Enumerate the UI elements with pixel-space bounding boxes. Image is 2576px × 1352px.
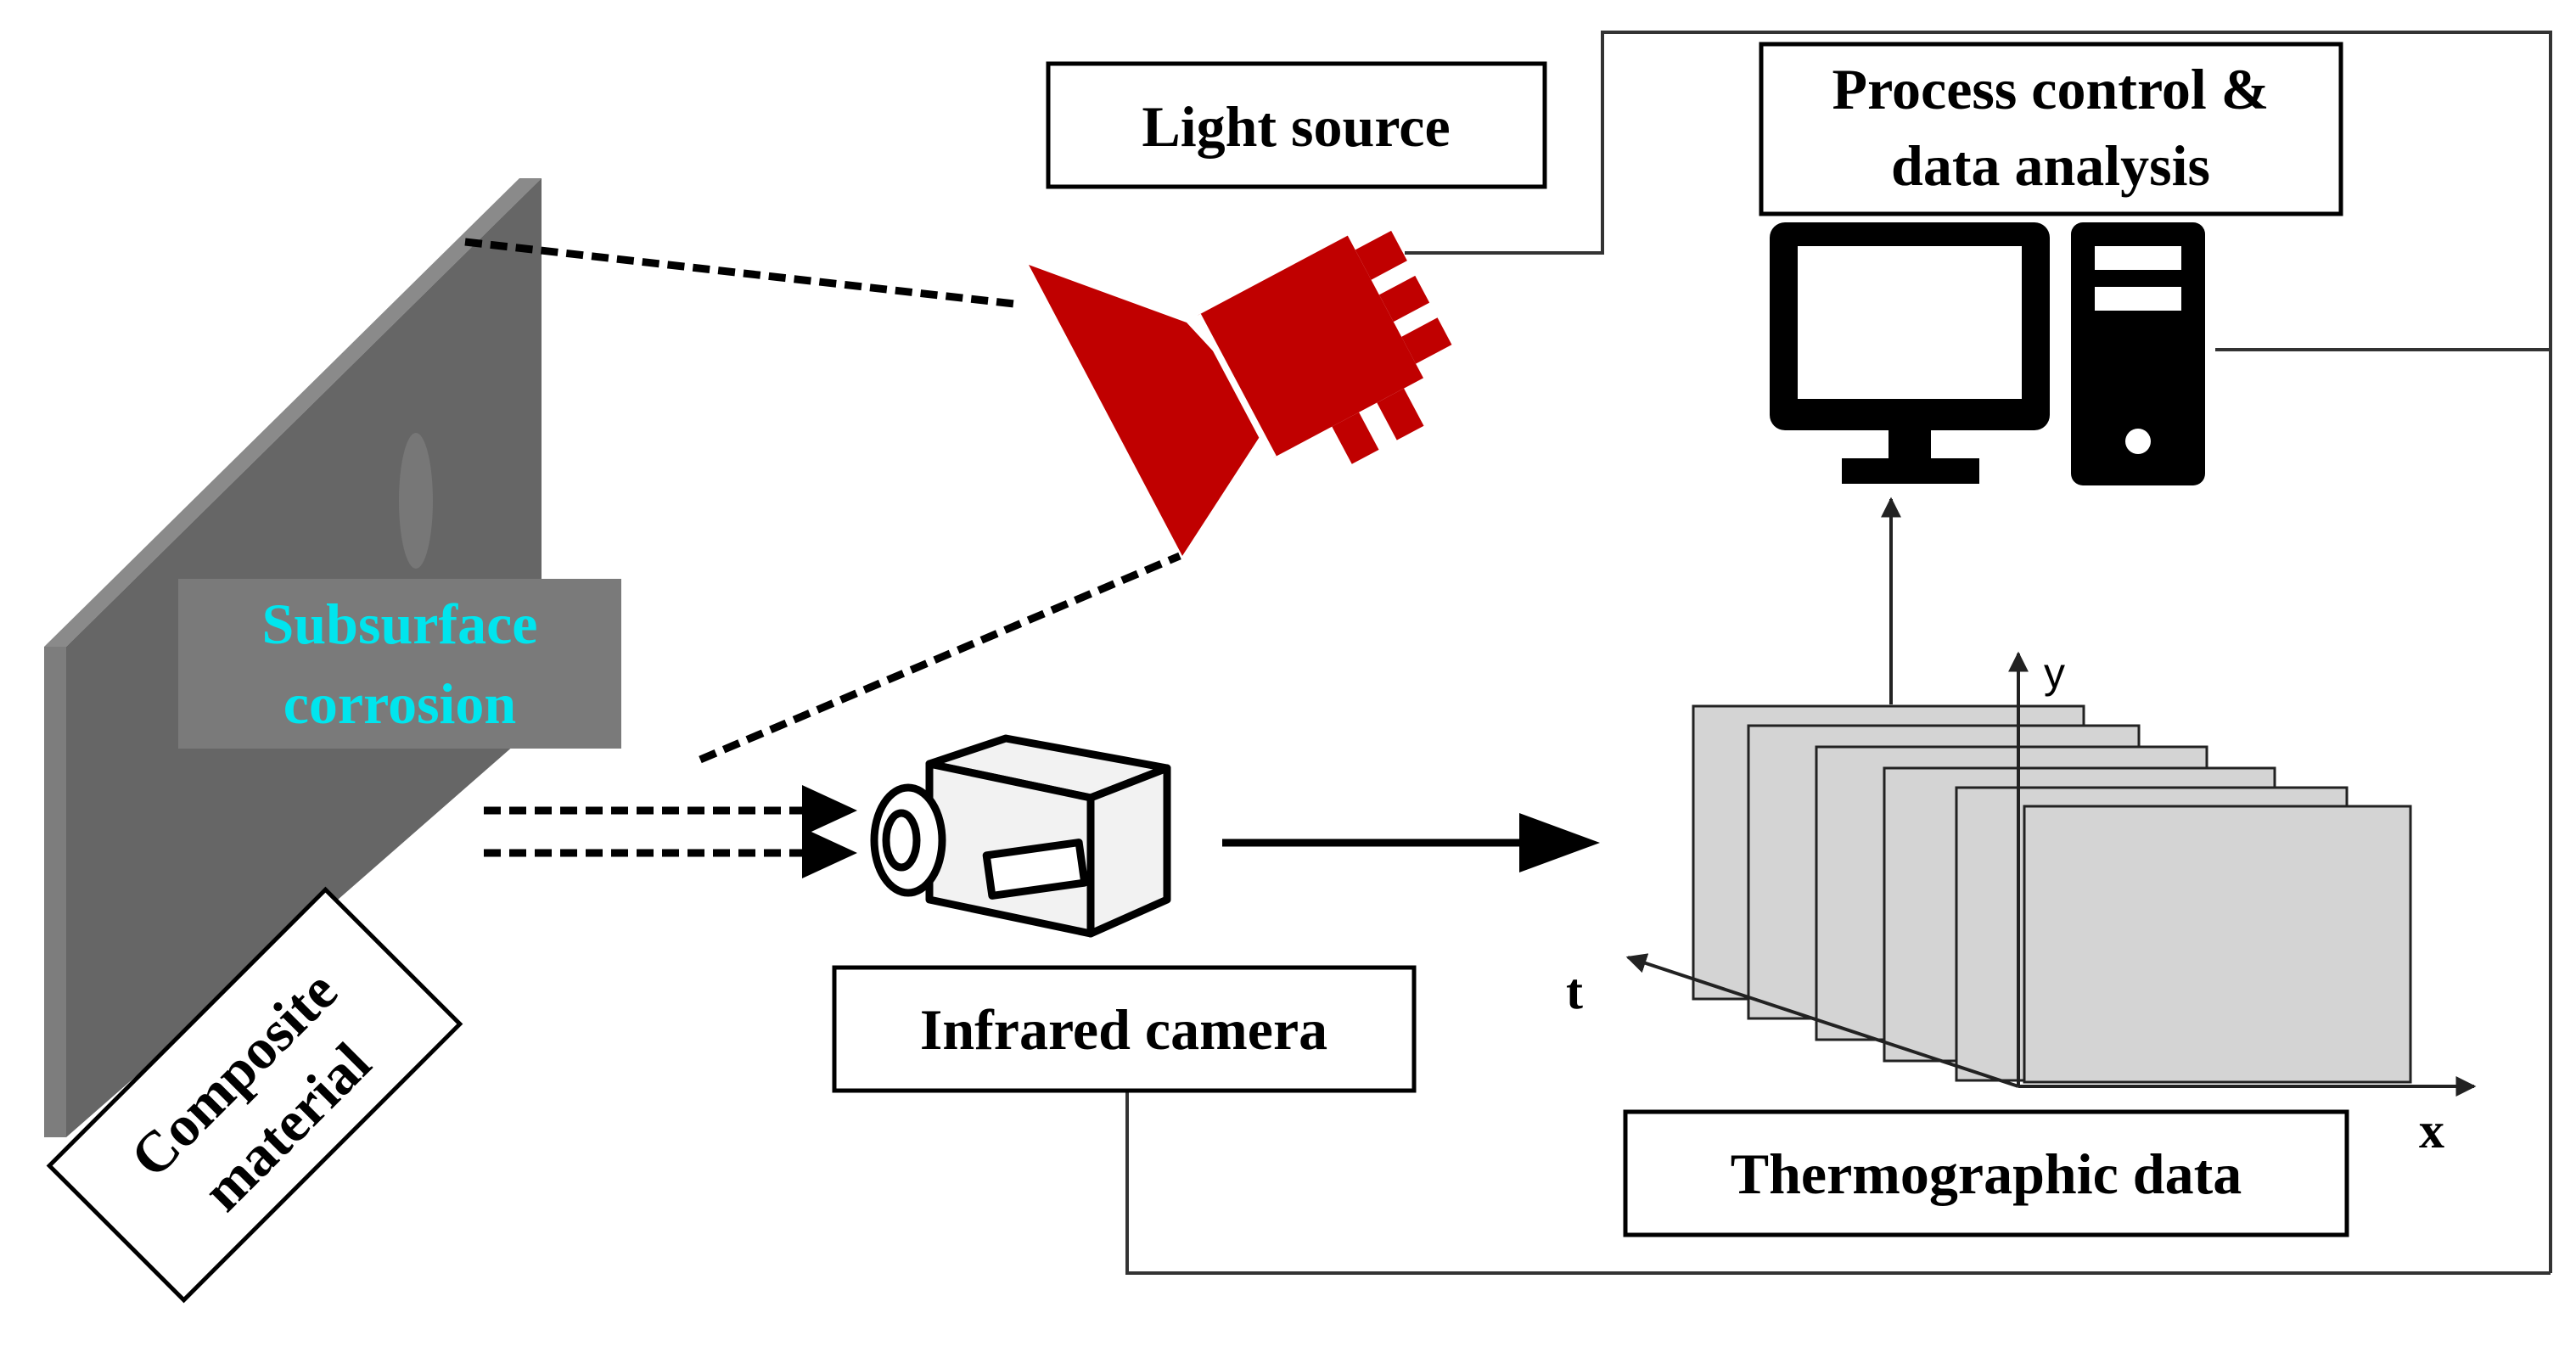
tower-button <box>2125 429 2151 454</box>
process-control-box <box>1759 42 2343 216</box>
monitor-base <box>1842 458 1979 484</box>
camera-to-data-arrow <box>1222 813 1600 872</box>
axis-x-label: x <box>2419 1102 2444 1158</box>
lamp-body-divider <box>1194 313 1277 460</box>
ir-ray-1-arrowhead <box>802 785 857 836</box>
lamp-icon <box>1029 230 1452 556</box>
tower-slot-1 <box>2095 246 2181 270</box>
panel-side <box>44 647 66 1137</box>
axis-t-label: t <box>1566 963 1583 1019</box>
infrared-camera-box <box>832 965 1417 1093</box>
process-control-label: Process control & data analysis <box>1759 42 2343 216</box>
lamp-foot-2 <box>1377 388 1424 440</box>
wire-lamp-to-frame <box>1405 31 2552 1273</box>
thermographic-data-box <box>1623 1109 2349 1237</box>
thermographic-data-plot: y x t <box>1566 649 2477 1158</box>
subsurface-label-line1: Subsurface <box>262 592 538 656</box>
ray-bottom <box>699 552 1181 764</box>
infrared-camera-icon <box>870 734 1171 938</box>
data-frame-6 <box>2023 805 2412 1084</box>
light-source-label: Light source <box>1046 61 1547 189</box>
axis-y-label: y <box>2044 649 2065 697</box>
ray-top <box>464 238 1015 308</box>
monitor-neck <box>1889 429 1931 463</box>
panel-edge <box>44 178 542 647</box>
infrared-camera-text: Infrared camera <box>920 997 1327 1062</box>
wiring <box>1125 31 2552 1275</box>
process-control-line2: data analysis <box>1891 133 2210 198</box>
lamp-body <box>1198 235 1424 458</box>
subsurface-label-line2: corrosion <box>283 671 517 736</box>
ir-rays <box>484 785 857 878</box>
process-control-line1: Process control & <box>1832 57 2270 121</box>
lamp-foot-1 <box>1332 412 1379 464</box>
ir-ray-2-arrowhead <box>802 827 857 878</box>
camera-window <box>982 839 1089 900</box>
infrared-camera-label: Infrared camera <box>832 965 1417 1093</box>
computer-icon <box>1770 222 2205 485</box>
composite-label-box <box>46 886 463 1304</box>
light-rays <box>464 238 1181 764</box>
tower-slot-2 <box>2095 287 2181 311</box>
light-source-box <box>1046 61 1547 189</box>
camera-side <box>1086 764 1171 938</box>
thermographic-data-label: Thermographic data <box>1623 1109 2349 1237</box>
camera-to-data-head <box>1519 813 1600 872</box>
lamp-fin-2 <box>1378 275 1430 323</box>
lamp-fin-3 <box>1401 317 1452 364</box>
lamp-fin-1 <box>1355 230 1407 280</box>
corrosion-spot <box>399 433 433 569</box>
subsurface-label-box <box>178 579 621 749</box>
subsurface-corrosion-label: Subsurface corrosion <box>178 579 621 749</box>
thermographic-data-text: Thermographic data <box>1731 1142 2242 1206</box>
light-source-text: Light source <box>1142 94 1450 159</box>
lamp-reflector <box>1029 265 1273 556</box>
t-axis <box>1625 953 2019 1088</box>
monitor-screen <box>1798 246 2022 399</box>
wire-camera-to-frame <box>1125 1091 2551 1275</box>
camera-lens-inner <box>882 809 921 872</box>
